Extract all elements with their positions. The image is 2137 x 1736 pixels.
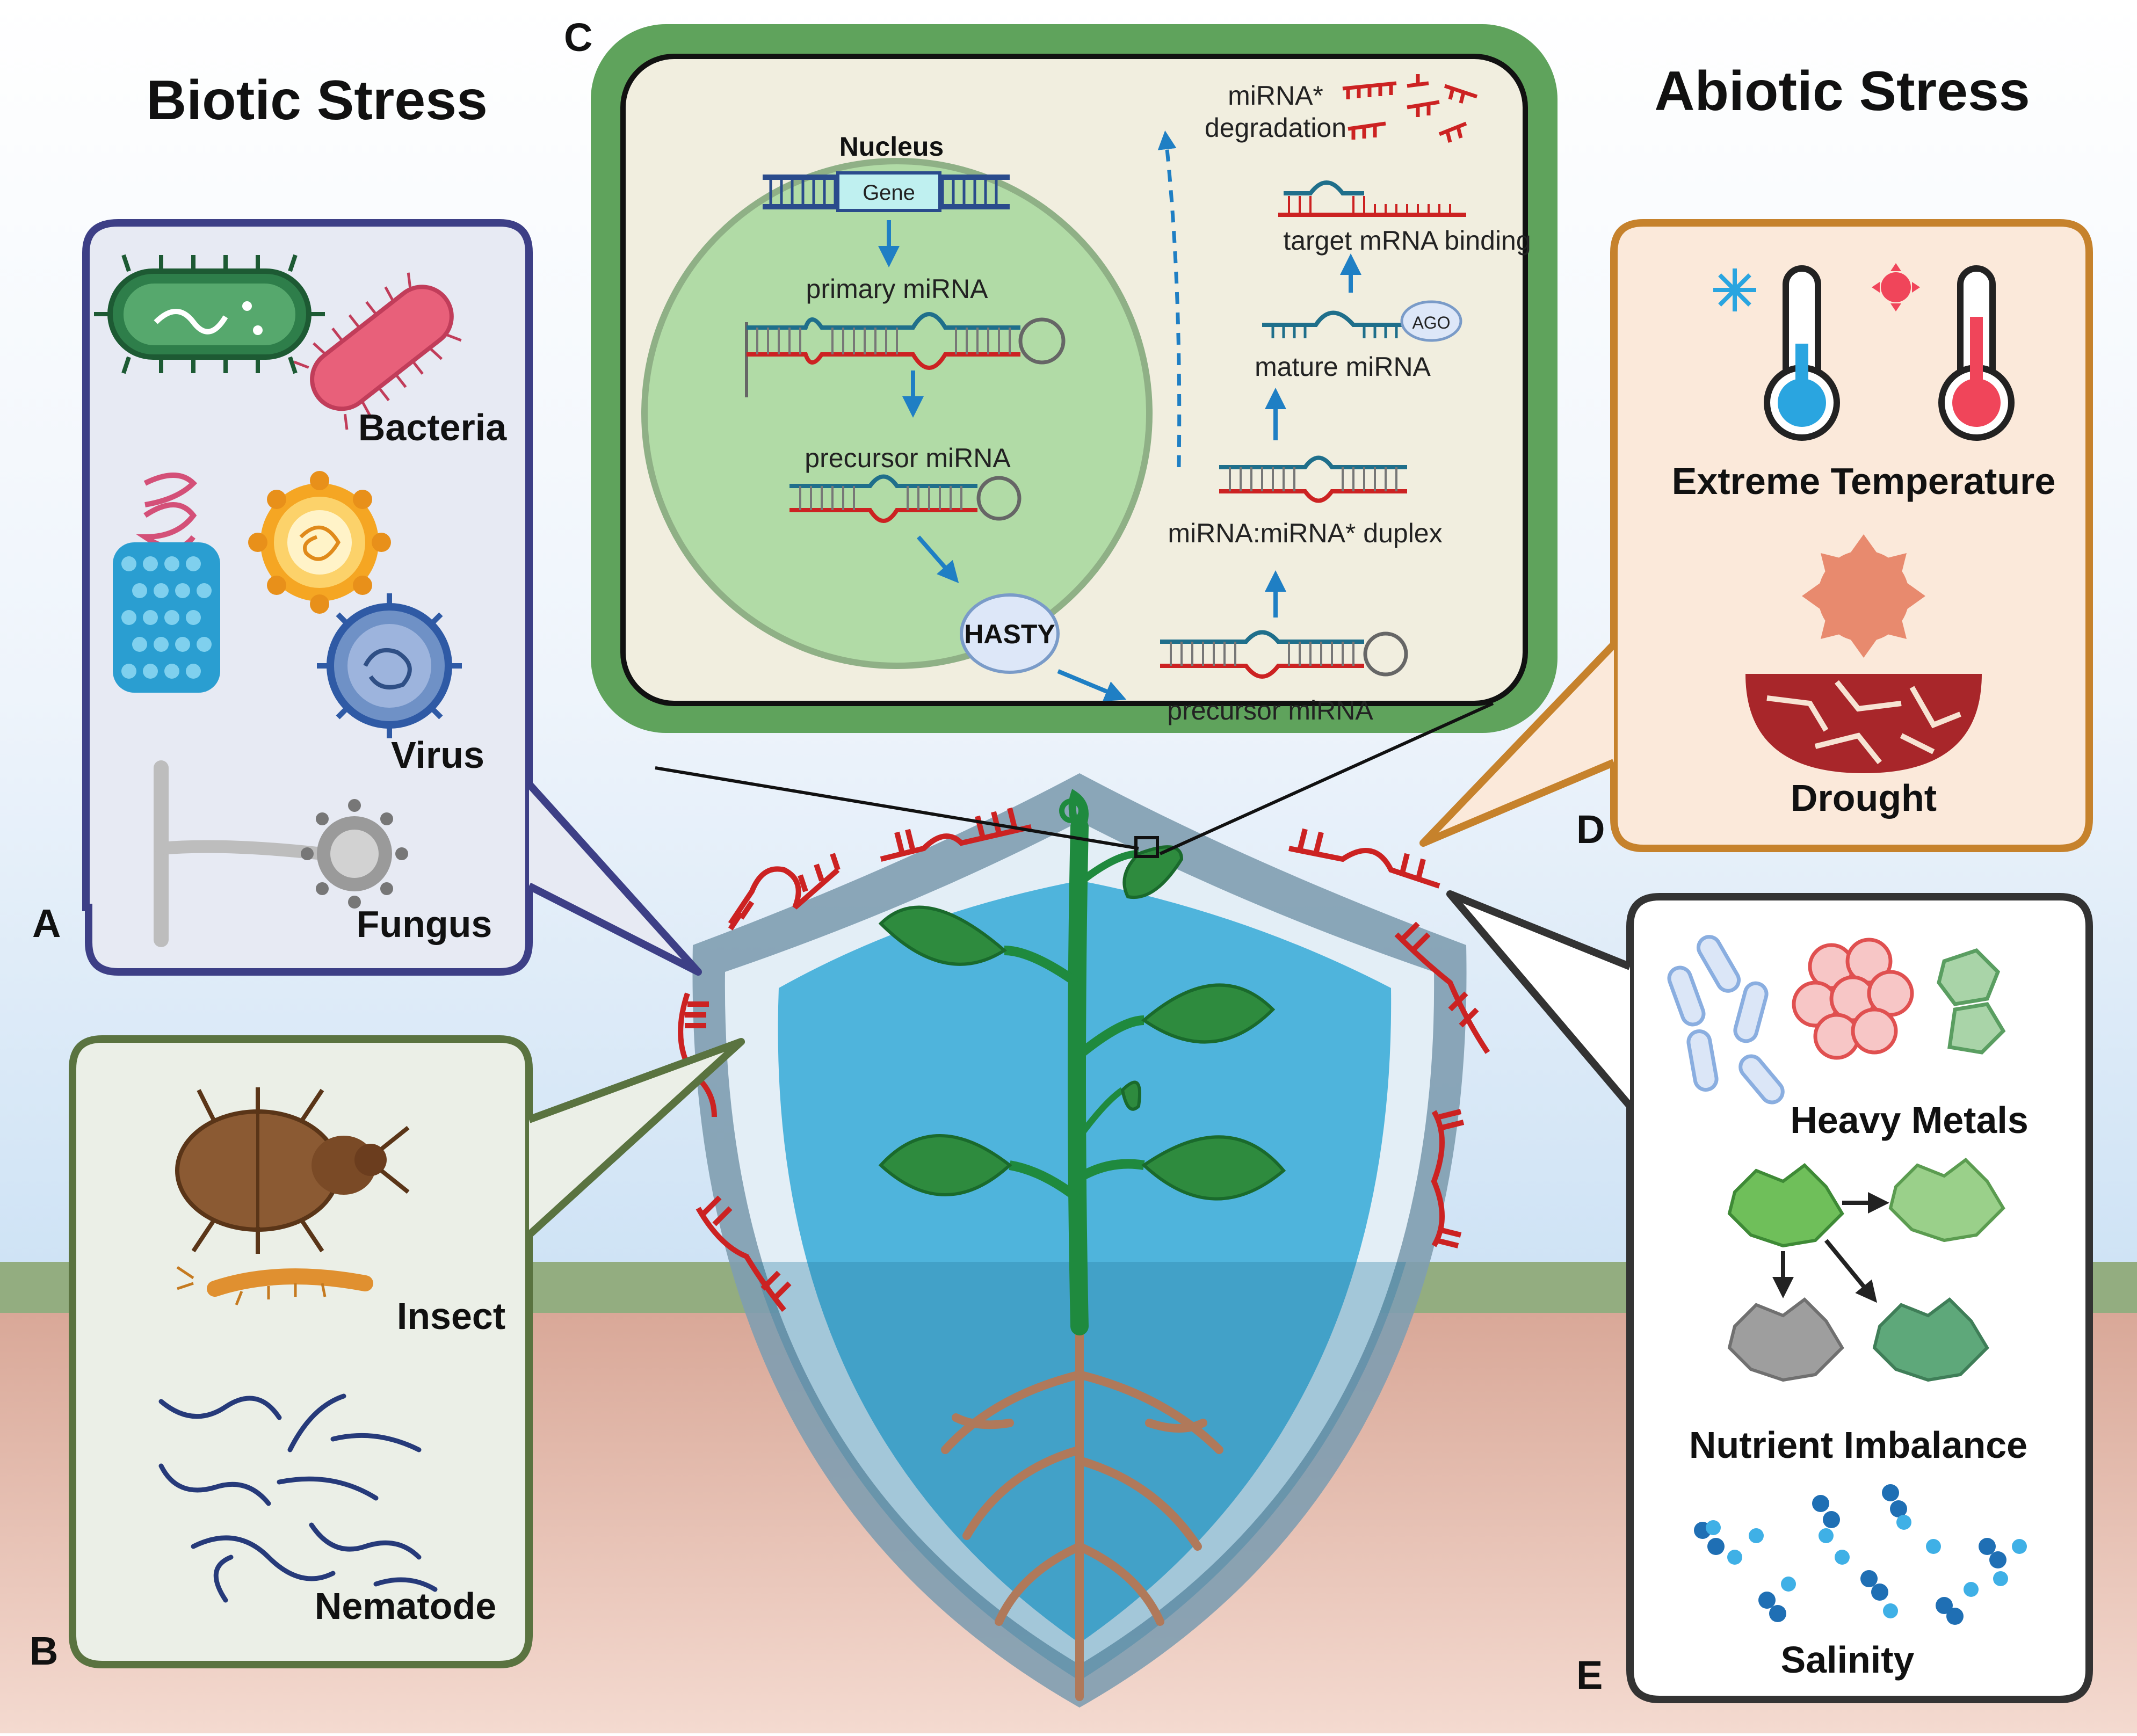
panel-b-letter: B xyxy=(30,1629,58,1673)
salinity-icon xyxy=(1694,1484,2027,1625)
panel-b: B Insect Nematode xyxy=(30,1035,745,1673)
snowflake-icon xyxy=(1713,268,1756,311)
plant xyxy=(878,789,1286,1701)
panel-e: E Heavy Metals xyxy=(1446,890,2093,1703)
mature-mirna: AGO xyxy=(1262,300,1462,342)
nematode-label: Nematode xyxy=(315,1585,496,1627)
beetle-icon xyxy=(175,1087,410,1254)
hasty-label: HASTY xyxy=(964,619,1055,649)
target-binding-label: target mRNA binding xyxy=(1283,226,1531,256)
heavy-metals-label: Heavy Metals xyxy=(1790,1099,2029,1141)
bacteria-label: Bacteria xyxy=(358,406,507,448)
gene-dna: Gene xyxy=(763,171,1010,212)
hot-thermometer-icon xyxy=(1938,265,2015,441)
grey-leaf xyxy=(1727,1297,1844,1382)
arrow-duplex-star-to-degradation xyxy=(1157,130,1182,468)
target-mrna-binding xyxy=(1278,180,1466,217)
panel-a-letter: A xyxy=(32,901,61,946)
nutrient-imbalance-label: Nutrient Imbalance xyxy=(1689,1424,2027,1466)
virus-icon xyxy=(113,471,462,738)
nucleus-label: Nucleus xyxy=(839,132,944,162)
ago-protein xyxy=(1400,300,1462,342)
ago-label: AGO xyxy=(1412,313,1450,332)
healthy-leaf xyxy=(1727,1163,1844,1248)
primary-mirna-hairpin xyxy=(745,312,1066,397)
virus-label: Virus xyxy=(391,734,484,776)
extreme-temperature-label: Extreme Temperature xyxy=(1672,460,2056,502)
panel-d-letter: D xyxy=(1576,807,1605,852)
gene-box xyxy=(836,171,941,212)
bacteria-icon xyxy=(94,254,462,430)
panel-b-pointer xyxy=(526,1038,745,1238)
fungus-label: Fungus xyxy=(357,903,492,945)
panel-d: D Extreme Temperature Dro xyxy=(1419,219,2093,852)
plant-roots xyxy=(941,1317,1223,1701)
precursor-mirna-cytoplasm-hairpin xyxy=(1160,630,1408,679)
arrow-precursor-to-hasty xyxy=(916,535,959,584)
heavy-metals-icon xyxy=(1667,935,2006,1105)
shield-mirna-decorations xyxy=(678,807,1490,1312)
abiotic-stress-title: Abiotic Stress xyxy=(1654,60,2030,122)
duplex-label: miRNA:miRNA* duplex xyxy=(1168,518,1442,548)
panel-a: A Bacteria xyxy=(32,219,702,976)
cracked-earth-icon xyxy=(1745,674,1982,773)
panel-c: C Nucleus Gene primary miRNA precursor m xyxy=(564,15,1558,858)
sun-small-icon xyxy=(1872,263,1920,311)
panel-a-pointer xyxy=(526,781,702,976)
plant-stem xyxy=(1068,818,1089,1335)
nucleus xyxy=(641,158,1153,669)
degradation-label-line2: degradation xyxy=(1205,113,1346,143)
chlorotic-leaf xyxy=(1888,1158,2005,1243)
panel-e-letter: E xyxy=(1576,1653,1603,1697)
primary-mirna-label: primary miRNA xyxy=(806,274,989,304)
nematode-icon xyxy=(158,1393,438,1603)
panel-d-pointer xyxy=(1419,642,1617,847)
precursor-mirna-cytoplasm-label: precursor miRNA xyxy=(1167,695,1373,725)
panel-e-pointer xyxy=(1446,890,1633,1109)
arrow-hasty-to-cytoplasm xyxy=(1057,669,1127,702)
fungus-icon xyxy=(154,760,408,947)
hasty-exportin xyxy=(960,593,1060,674)
panel-c-letter: C xyxy=(564,15,592,60)
precursor-mirna-nuclear-label: precursor miRNA xyxy=(805,443,1011,473)
plant-leaves xyxy=(878,845,1286,1202)
insect-larva-icon xyxy=(176,1266,373,1305)
precursor-mirna-nuclear-hairpin xyxy=(789,474,1022,523)
zoom-connector-left xyxy=(655,766,1139,850)
mature-mirna-label: mature miRNA xyxy=(1255,352,1431,382)
dark-leaf xyxy=(1872,1297,1989,1382)
biotic-stress-title: Biotic Stress xyxy=(146,69,488,132)
sun-icon xyxy=(1802,534,1925,658)
gene-label: Gene xyxy=(863,181,915,205)
duplex-strands xyxy=(1219,455,1407,503)
cold-thermometer-icon xyxy=(1764,265,1840,441)
zoom-connector-right xyxy=(1159,702,1494,855)
drought-label: Drought xyxy=(1791,777,1937,819)
salinity-label: Salinity xyxy=(1781,1639,1915,1681)
insect-label: Insect xyxy=(397,1295,505,1337)
degraded-mirna-fragments xyxy=(1342,74,1478,143)
nutrient-imbalance-icon xyxy=(1727,1158,2005,1382)
degradation-label-line1: miRNA* xyxy=(1228,81,1323,111)
arrow-leaf-diagonal xyxy=(1824,1239,1878,1303)
